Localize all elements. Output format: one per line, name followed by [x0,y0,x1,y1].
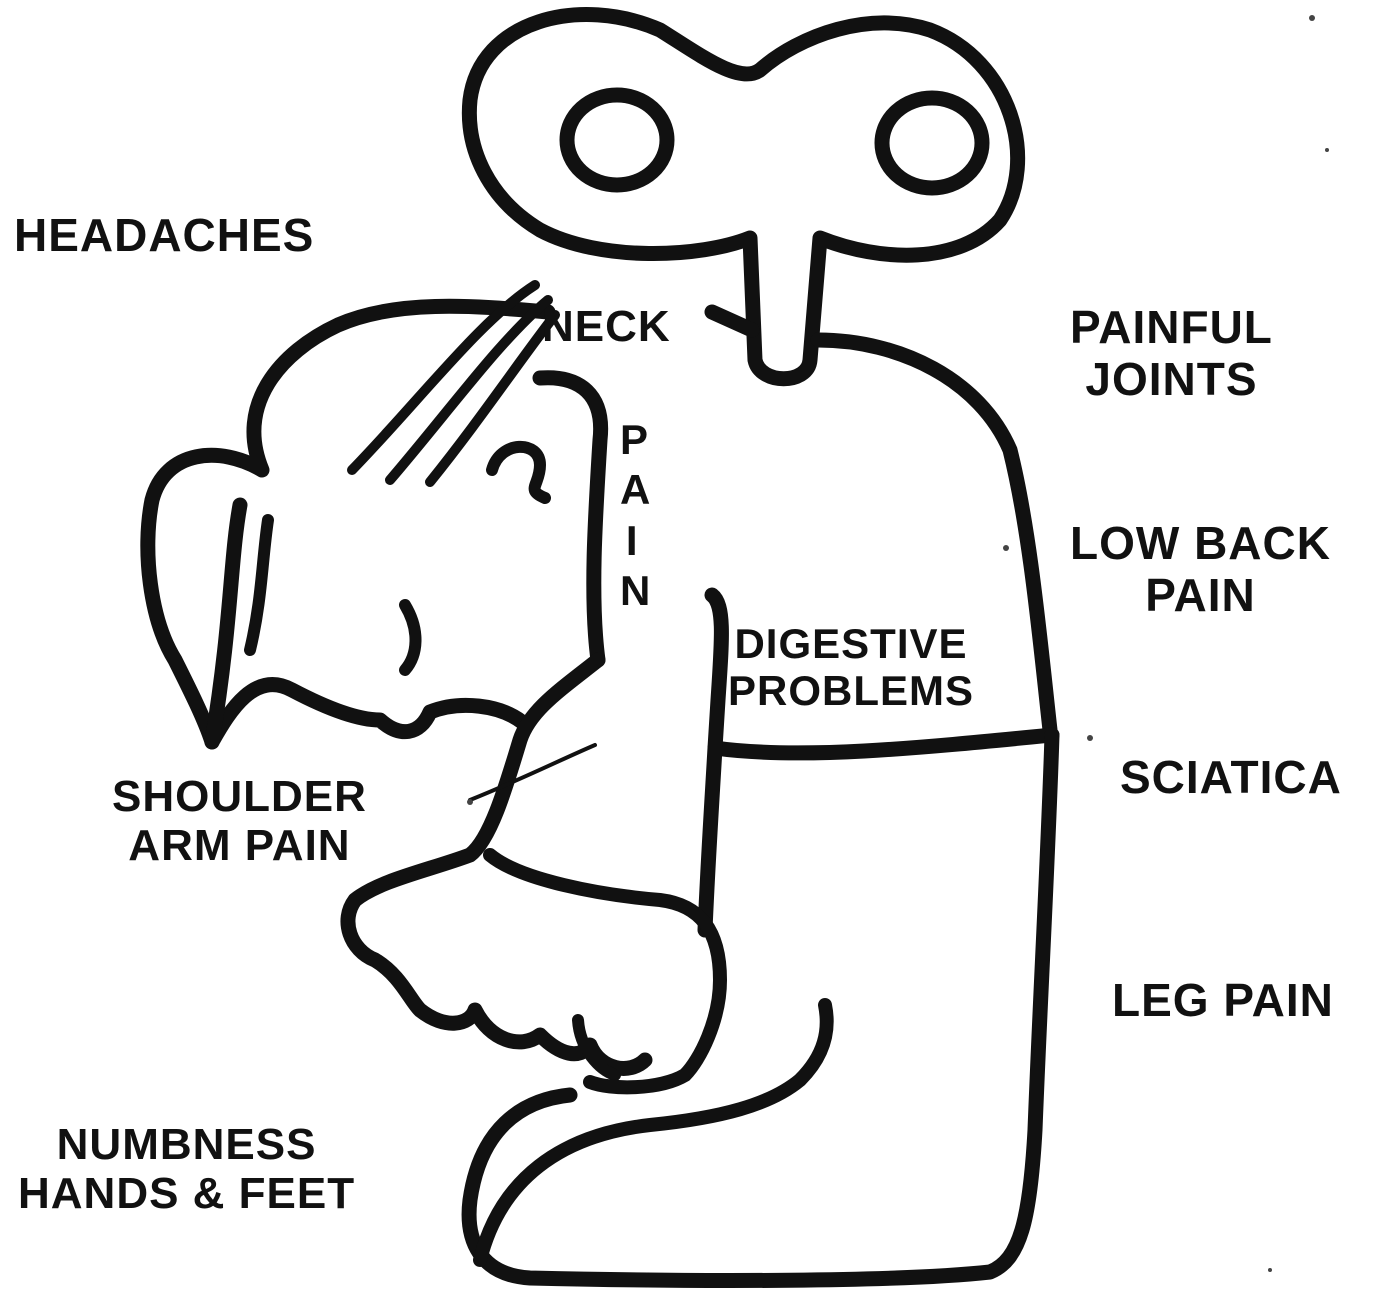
label-shoulder-line2: ARM PAIN [112,821,367,870]
figure-nose-curl [492,447,545,498]
label-pain-vertical-text: PAIN [620,415,643,617]
label-digestive-line1: DIGESTIVE [728,620,974,667]
label-digestive-line2: PROBLEMS [728,667,974,714]
label-low-back-pain: LOW BACK PAIN [1070,518,1331,621]
label-painful-joints: PAINFUL JOINTS [1070,302,1273,405]
label-numbness-line2: HANDS & FEET [18,1169,355,1218]
label-leg-pain: LEG PAIN [1112,975,1334,1027]
figure-front [705,595,721,930]
label-headaches: HEADACHES [14,210,314,262]
label-shoulder-line1: SHOULDER [112,772,367,821]
label-numbness-hands-feet: NUMBNESS HANDS & FEET [18,1120,355,1219]
label-painful-joints-line2: JOINTS [1070,354,1273,406]
figure-eye [405,605,416,670]
figure-back-of-head [540,378,601,660]
label-low-back-line1: LOW BACK [1070,518,1331,570]
key-right-hole [882,98,982,188]
label-neck: NECK [542,302,671,351]
label-shoulder-arm-pain: SHOULDER ARM PAIN [112,772,367,871]
figure-head [148,306,548,742]
key-left-hole [567,95,667,185]
label-painful-joints-line1: PAINFUL [1070,302,1273,354]
label-sciatica: SCIATICA [1120,752,1342,804]
figure-lower-body [469,735,1052,1280]
figure-waist [715,735,1052,753]
label-low-back-line2: PAIN [1070,570,1331,622]
label-pain-vertical: PAIN [620,415,660,617]
label-digestive-problems: DIGESTIVE PROBLEMS [728,620,974,714]
label-numbness-line1: NUMBNESS [18,1120,355,1169]
